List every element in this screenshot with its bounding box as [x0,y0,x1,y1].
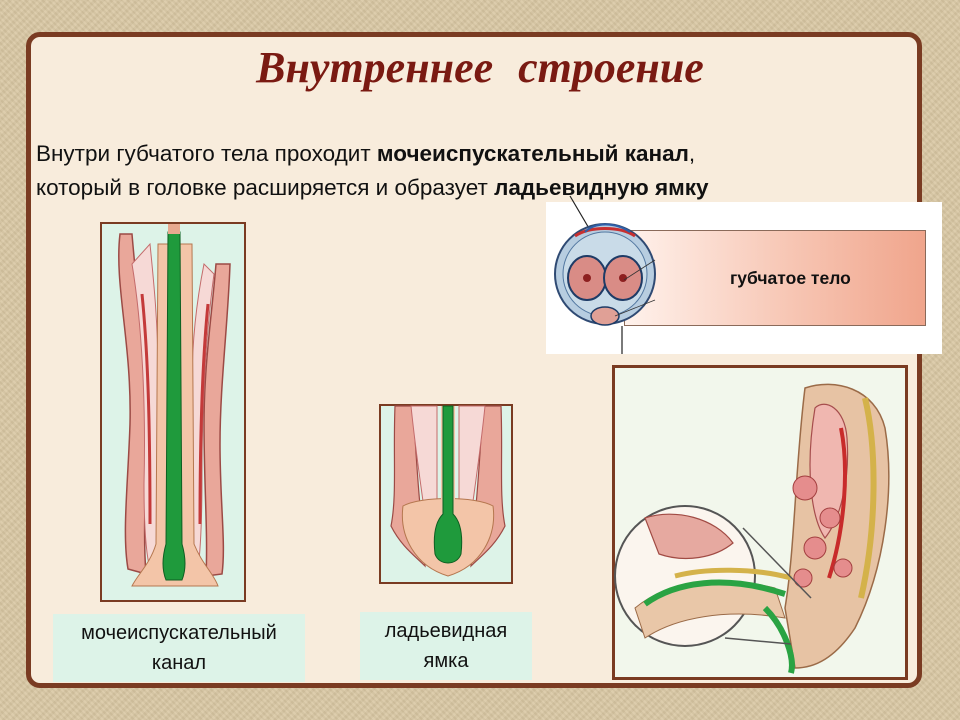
spongy-body-label: губчатое тело [730,268,851,288]
sagittal-section-drawing [614,383,890,674]
fossa-caption-line-2: ямка [423,650,469,672]
slide-title: Внутреннее строение [256,43,704,92]
urethra-caption-line-1: мочеиспускательный [81,622,277,644]
fossa-caption-line-1: ладьевидная [384,620,508,642]
urethra-caption-line-2: канал [151,652,207,674]
longitudinal-section-drawing [118,224,231,587]
glans-section-image [379,404,513,584]
intro-line-1-plain: Внутри губчатого тела проходит [36,141,377,166]
intro-line-1-tail: , [688,141,696,166]
intro-text: Внутри губчатого тела проходит мочеиспус… [36,137,926,205]
intro-line-2-plain: который в головке расширяется и образует [36,175,495,200]
intro-line-1: Внутри губчатого тела проходит мочеиспус… [36,137,926,171]
intro-line-2: который в головке расширяется и образует… [36,171,926,205]
sagittal-section-image [612,365,908,680]
navicular-fossa-caption: ладьевидная ямка [360,612,532,680]
urethra-caption: мочеиспускательный канал [53,614,305,682]
intro-line-2-bold: ладьевидную ямку [494,175,709,200]
longitudinal-section-image [100,222,246,602]
spongy-body-callout-box [624,230,926,326]
intro-line-1-bold: мочеиспускательный канал [376,141,689,166]
glans-section-drawing [390,405,506,577]
